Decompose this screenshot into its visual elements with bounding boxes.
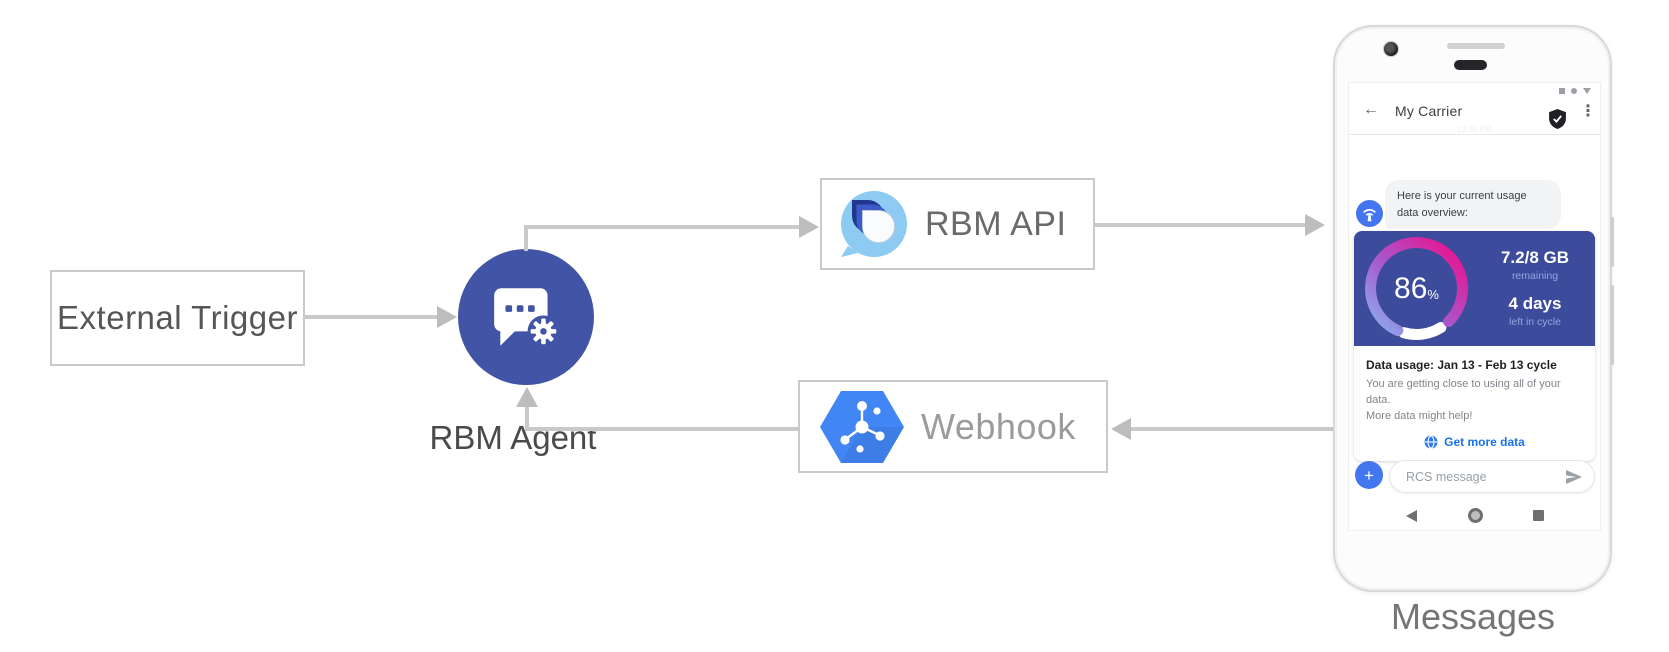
get-more-data-label: Get more data	[1444, 434, 1525, 449]
volume-button	[1610, 285, 1614, 365]
usage-card-title: Data usage: Jan 13 - Feb 13 cycle	[1366, 358, 1557, 372]
arrow-agent-to-api-vertical	[524, 225, 528, 251]
rbm-api-logo-icon	[841, 191, 907, 257]
front-camera	[1383, 41, 1399, 57]
usage-text-panel: Data usage: Jan 13 - Feb 13 cycle You ar…	[1354, 346, 1595, 461]
days-value: 4 days	[1508, 294, 1562, 313]
send-icon[interactable]	[1565, 469, 1583, 485]
bot-message-bubble: Here is your current usage data overview…	[1385, 180, 1561, 229]
arrow-agent-to-api-line	[524, 225, 800, 229]
arrow-webhook-to-agent-vertical	[525, 392, 529, 431]
rbm-api-node: RBM API	[820, 178, 1095, 270]
usage-percent-sign: %	[1427, 287, 1439, 302]
status-circle-icon	[1571, 88, 1577, 94]
chat-gear-icon	[494, 288, 560, 348]
rbm-agent-label: RBM Agent	[429, 419, 597, 456]
data-usage-card: 86 % 7.2/8 GB remaining 4 days left in c…	[1354, 231, 1595, 461]
nav-back-button[interactable]	[1406, 510, 1417, 522]
arrow-api-to-phone-line	[1095, 223, 1307, 227]
arrow-webhook-to-agent-line	[525, 427, 798, 431]
rbm-api-label: RBM API	[925, 204, 1067, 243]
plus-icon: +	[1364, 465, 1374, 485]
status-bar-icons	[1559, 88, 1591, 94]
arrow-phone-to-webhook-head	[1111, 418, 1131, 440]
rcs-message-input[interactable]	[1404, 468, 1565, 485]
status-square-icon	[1559, 88, 1565, 94]
usage-body-line1: You are getting close to using all of yo…	[1366, 378, 1561, 406]
usage-percent-value: 86	[1394, 271, 1428, 305]
nav-recents-button[interactable]	[1533, 510, 1544, 521]
cloud-hexagon-icon	[820, 390, 904, 463]
header-divider	[1349, 134, 1600, 135]
remaining-label: remaining	[1511, 270, 1559, 282]
bubble-text-line1: Here is your current usage	[1397, 190, 1527, 202]
usage-percent: 86 %	[1364, 236, 1469, 341]
bubble-text-line2: data overview:	[1397, 206, 1468, 219]
arrow-trigger-to-agent-head	[437, 306, 457, 328]
external-trigger-label: External Trigger	[57, 299, 298, 336]
messages-caption: Messages	[1390, 596, 1556, 637]
usage-card-body: You are getting close to using all of yo…	[1366, 377, 1583, 425]
remaining-value: 7.2/8 GB	[1500, 248, 1570, 268]
arrow-webhook-to-agent-head	[516, 387, 538, 407]
phone-mockup: ← My Carrier ⋮ 12:30 PM Here is your cur…	[1333, 25, 1614, 592]
nav-home-button[interactable]	[1468, 508, 1483, 523]
globe-icon	[1424, 435, 1438, 449]
conversation-title: My Carrier	[1395, 103, 1463, 119]
usage-gauge-panel: 86 % 7.2/8 GB remaining 4 days left in c…	[1354, 231, 1595, 346]
status-triangle-icon	[1583, 88, 1591, 94]
arrow-api-to-phone-head	[1305, 214, 1325, 236]
power-button	[1610, 217, 1614, 267]
back-arrow-icon[interactable]: ←	[1363, 101, 1379, 118]
carrier-bot-avatar	[1356, 200, 1383, 227]
message-timestamp: 12:30 PM	[1457, 125, 1492, 134]
verified-shield-icon	[1549, 109, 1566, 129]
webhook-node: Webhook	[798, 380, 1108, 473]
message-composer[interactable]	[1389, 460, 1595, 493]
arrow-phone-to-webhook-line	[1130, 427, 1333, 431]
attach-plus-button[interactable]: +	[1355, 461, 1383, 489]
get-more-data-button[interactable]: Get more data	[1366, 435, 1583, 449]
earpiece	[1454, 60, 1487, 70]
rbm-agent-node	[458, 249, 594, 385]
webhook-label: Webhook	[921, 405, 1076, 447]
external-trigger-node: External Trigger	[50, 270, 305, 366]
usage-stats: 7.2/8 GB remaining 4 days left in cycle	[1480, 231, 1590, 346]
antenna-icon	[1363, 209, 1376, 222]
phone-screen: ← My Carrier ⋮ 12:30 PM Here is your cur…	[1348, 82, 1601, 531]
arrow-agent-to-api-head	[799, 216, 819, 238]
usage-gauge-icon	[1365, 237, 1469, 340]
usage-body-line2: More data might help!	[1366, 409, 1473, 422]
days-label: left in cycle	[1509, 315, 1561, 328]
overflow-menu-icon[interactable]: ⋮	[1580, 103, 1596, 120]
speaker-slot	[1447, 43, 1505, 49]
arrow-trigger-to-agent-line	[305, 315, 439, 319]
